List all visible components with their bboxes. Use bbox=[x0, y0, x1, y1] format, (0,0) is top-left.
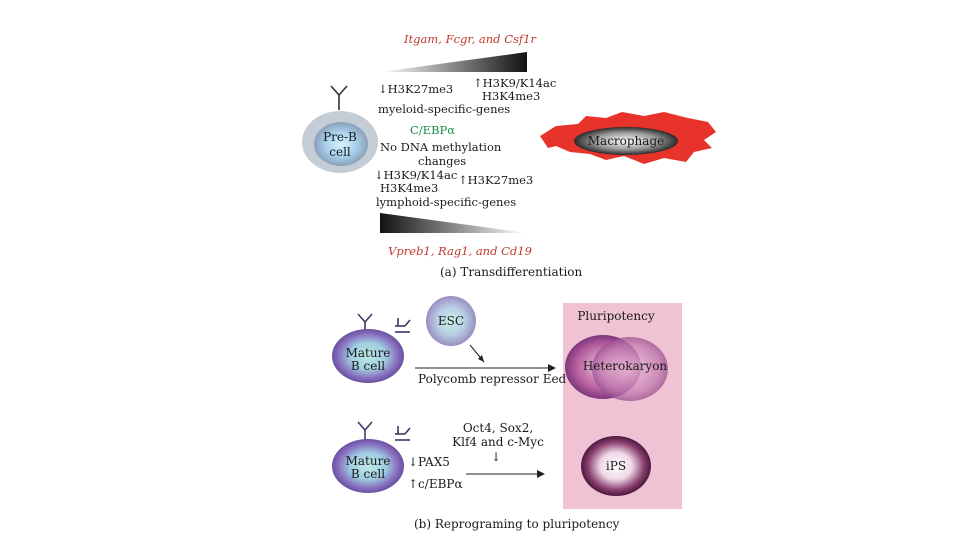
h3k27me3-up-bottom: ↑H3K27me3 bbox=[458, 173, 533, 187]
ips-cell: iPS bbox=[581, 436, 651, 496]
mature-b-cell-2-antibody-icon bbox=[358, 422, 410, 442]
pre-b-antibody-icon bbox=[331, 86, 347, 110]
mature-b-cell-2: Mature B cell bbox=[332, 439, 404, 493]
reprogramming-arrowhead bbox=[537, 470, 545, 478]
heterokaryon-cell: Heterokaryon bbox=[565, 335, 668, 401]
mature-b-2-label-1: Mature bbox=[346, 454, 391, 468]
pre-b-label-2: cell bbox=[329, 145, 351, 159]
pluripotency-label: Pluripotency bbox=[577, 309, 654, 323]
esc-label: ESC bbox=[438, 314, 464, 328]
polycomb-label: Polycomb repressor Eed bbox=[418, 372, 567, 386]
h3k4me3-top: H3K4me3 bbox=[482, 89, 540, 103]
yamanaka-factors-line-1: Oct4, Sox2, bbox=[463, 421, 533, 435]
caption-a: (a) Transdifferentiation bbox=[440, 265, 583, 279]
no-methylation-line-1: No DNA methylation bbox=[380, 140, 502, 154]
pax5-label: ↓PAX5 bbox=[408, 455, 450, 469]
macrophage-label: Macrophage bbox=[588, 134, 664, 148]
bottom-genes-label: Vpreb1, Rag1, and Cd19 bbox=[388, 244, 532, 258]
no-methylation-line-2: changes bbox=[418, 154, 466, 168]
cebpa-factor-label: C/EBPα bbox=[410, 123, 455, 137]
fusion-arrowhead bbox=[548, 364, 556, 372]
h3k27me3-down-top: ↓H3K27me3 bbox=[378, 82, 453, 96]
caption-b: (b) Reprograming to pluripotency bbox=[414, 517, 620, 531]
top-gradient-wedge bbox=[380, 52, 527, 72]
cebpa-label: ↑c/EBPα bbox=[408, 477, 463, 491]
pre-b-label-1: Pre-B bbox=[323, 130, 357, 144]
lymphoid-genes-label: lymphoid-specific-genes bbox=[376, 195, 516, 209]
factors-down-arrow: ↓ bbox=[491, 450, 501, 464]
h3k9k14ac-down-bottom: ↓H3K9/K14ac bbox=[374, 168, 457, 182]
bottom-gradient-wedge bbox=[380, 213, 527, 233]
mature-b-1-label-2: B cell bbox=[351, 359, 385, 373]
myeloid-genes-label: myeloid-specific-genes bbox=[378, 102, 510, 116]
mature-b-2-label-2: B cell bbox=[351, 467, 385, 481]
top-genes-label: Itgam, Fcgr, and Csf1r bbox=[403, 32, 537, 46]
mature-b-1-label-1: Mature bbox=[346, 346, 391, 360]
heterokaryon-label: Heterokaryon bbox=[583, 359, 668, 373]
h3k9k14ac-up-top: ↑H3K9/K14ac bbox=[473, 76, 556, 90]
yamanaka-factors-line-2: Klf4 and c-Myc bbox=[452, 435, 544, 449]
ips-label: iPS bbox=[606, 459, 626, 473]
h3k4me3-bottom: H3K4me3 bbox=[380, 181, 438, 195]
mature-b-cell-1: Mature B cell bbox=[332, 329, 404, 383]
esc-cell: ESC bbox=[426, 296, 476, 346]
macrophage-cell: Macrophage bbox=[540, 112, 716, 164]
pre-b-cell: Pre-B cell bbox=[302, 111, 378, 173]
